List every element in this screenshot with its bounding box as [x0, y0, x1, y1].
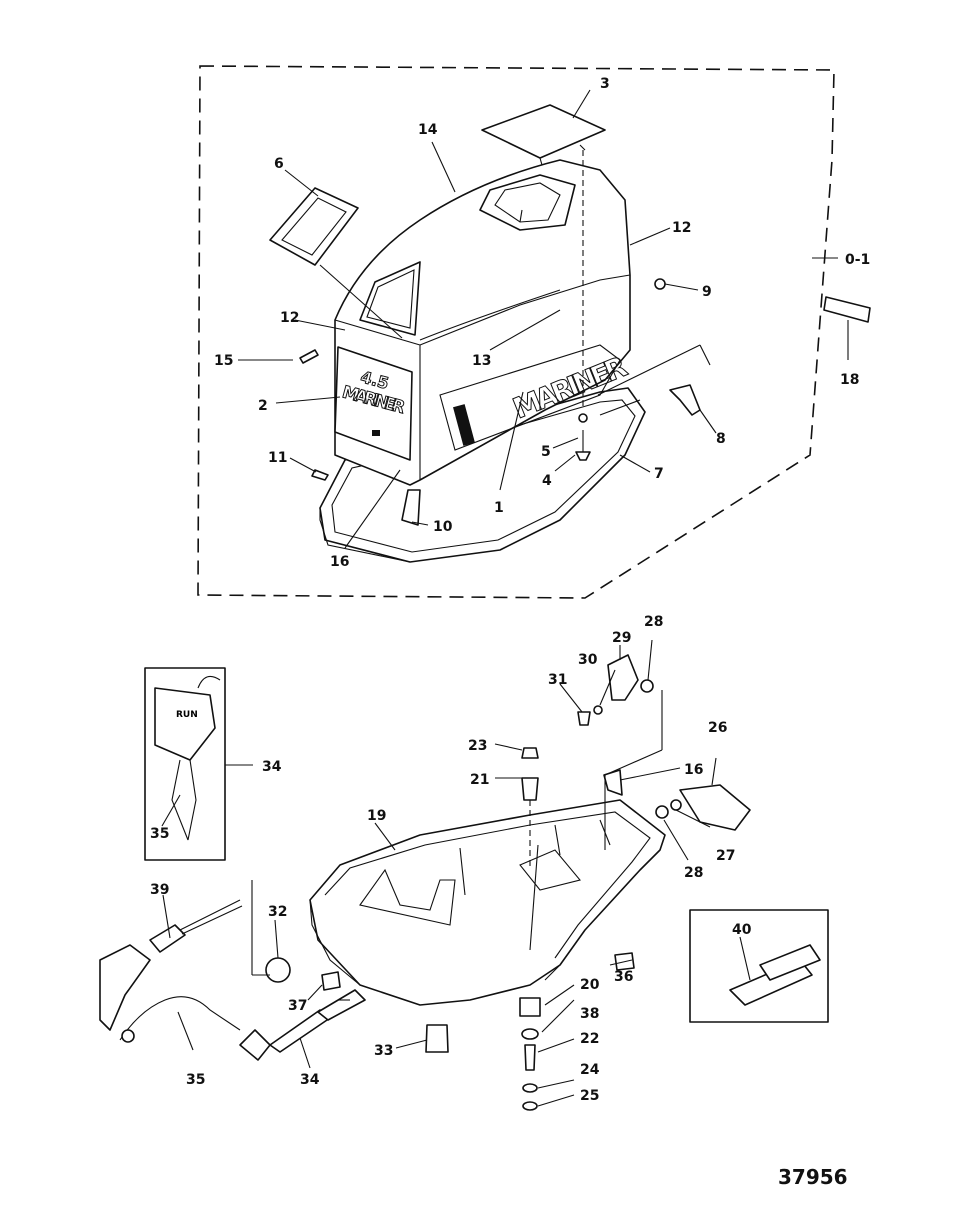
leader-lines-top	[238, 89, 849, 549]
callout-11: 11	[268, 450, 287, 466]
callout-7: 7	[654, 466, 664, 482]
small-hardware-top	[299, 278, 871, 526]
callout-15: 15	[214, 353, 233, 369]
callout-33: 33	[374, 1043, 393, 1059]
callout-21: 21	[470, 772, 489, 788]
callout-39: 39	[150, 882, 169, 898]
callout-19: 19	[367, 808, 386, 824]
bottom-cowl	[309, 799, 666, 1006]
callout-35a: 35	[150, 826, 169, 842]
callout-14: 14	[418, 122, 438, 138]
callout-20: 20	[580, 977, 600, 993]
callout-12a: 12	[280, 310, 299, 326]
callout-35b: 35	[186, 1072, 205, 1088]
callout-8: 8	[716, 431, 726, 447]
callout-36: 36	[614, 969, 633, 985]
callout-31: 31	[548, 672, 567, 688]
callout-16b: 16	[684, 762, 703, 778]
callout-24: 24	[580, 1062, 600, 1078]
callout-labels: 1 2 3 4 5 6 7 8 9 10 11 12 12 13 14 15 1…	[150, 76, 870, 1104]
callout-23: 23	[468, 738, 487, 754]
callout-9: 9	[702, 284, 712, 300]
callout-18: 18	[840, 372, 859, 388]
hood-cover	[481, 104, 606, 166]
callout-30: 30	[578, 652, 598, 668]
callout-5: 5	[541, 444, 551, 460]
figure-number: 37956	[778, 1165, 848, 1189]
callout-28b: 28	[684, 865, 703, 881]
callout-29: 29	[612, 630, 631, 646]
callout-22: 22	[580, 1031, 599, 1047]
callout-27: 27	[716, 848, 735, 864]
lanyard-and-wires	[99, 899, 366, 1061]
callout-34b: 34	[300, 1072, 320, 1088]
callout-16a: 16	[330, 554, 349, 570]
callout-0-1: 0-1	[845, 252, 870, 268]
part-40-inset	[689, 909, 829, 1023]
cap-seal	[269, 187, 359, 266]
callout-37: 37	[288, 998, 307, 1014]
callout-40: 40	[732, 922, 752, 938]
stop-switch-inset: RUN	[144, 667, 226, 861]
callout-12b: 12	[672, 220, 691, 236]
switch-label: RUN	[176, 710, 198, 720]
leader-lines-bottom	[161, 639, 751, 1107]
front-badge: 4.5 MARINER	[334, 346, 413, 461]
callout-2: 2	[258, 398, 268, 414]
callout-38: 38	[580, 1006, 599, 1022]
callout-10: 10	[433, 519, 453, 535]
callout-1: 1	[494, 500, 504, 516]
callout-32: 32	[268, 904, 287, 920]
assembly-boundary	[197, 65, 835, 599]
callout-4: 4	[542, 473, 552, 489]
callout-3: 3	[600, 76, 610, 92]
callout-13: 13	[472, 353, 491, 369]
callout-34a: 34	[262, 759, 282, 775]
callout-26: 26	[708, 720, 727, 736]
callout-28a: 28	[644, 614, 663, 630]
callout-6: 6	[274, 156, 284, 172]
callout-25: 25	[580, 1088, 599, 1104]
